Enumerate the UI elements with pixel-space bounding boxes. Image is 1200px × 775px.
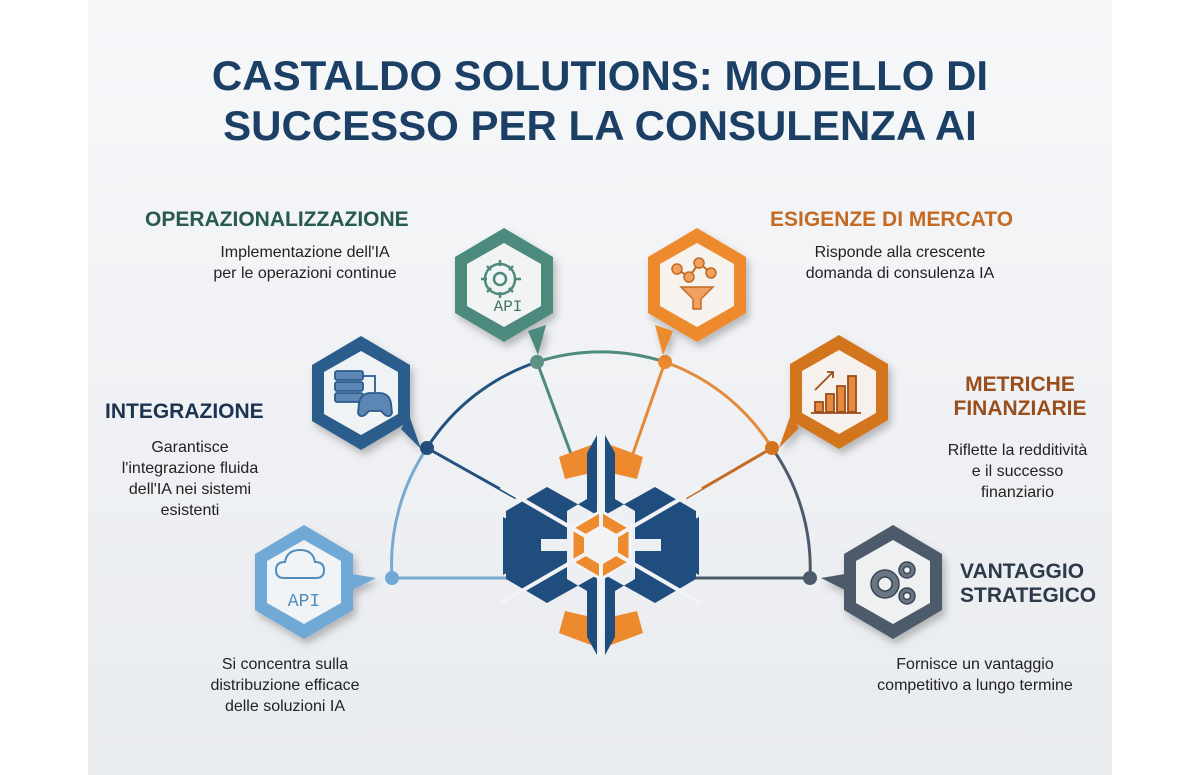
description-line: Risponde alla crescente bbox=[814, 244, 986, 261]
description-line: esistenti bbox=[160, 502, 220, 519]
description-line: competitivo a lungo termine bbox=[877, 677, 1073, 694]
operazionalizzazione-badge: API bbox=[455, 228, 553, 355]
svg-text:API: API bbox=[494, 298, 523, 316]
vantaggio-strategico-title: VANTAGGIO STRATEGICO bbox=[960, 560, 1110, 608]
metriche-finanziarie-title: METRICHE FINANZIARIE bbox=[935, 373, 1105, 421]
title-line: STRATEGICO bbox=[960, 584, 1097, 607]
distribuzione-description: Si concentra sulla distribuzione efficac… bbox=[175, 654, 395, 717]
title-line: FINANZIARIE bbox=[953, 397, 1087, 420]
page-title-line-1: CASTALDO SOLUTIONS: MODELLO DI bbox=[211, 52, 989, 99]
description-line: Si concentra sulla bbox=[221, 656, 349, 673]
operazionalizzazione-title: OPERAZIONALIZZAZIONE bbox=[145, 208, 409, 231]
description-line: e il successo bbox=[971, 463, 1064, 480]
description-line: per le operazioni continue bbox=[213, 265, 397, 282]
server-gamepad-icon bbox=[334, 370, 393, 418]
description-line: l'integrazione fluida bbox=[121, 460, 259, 477]
description-line: delle soluzioni IA bbox=[224, 698, 346, 715]
description-line: Implementazione dell'IA bbox=[220, 244, 390, 261]
castaldo-logo bbox=[499, 433, 703, 657]
description-line: domanda di consulenza IA bbox=[805, 265, 995, 282]
esigenze-di-mercato-description: Risponde alla crescente domanda di consu… bbox=[780, 242, 1020, 284]
description-line: distribuzione efficace bbox=[210, 677, 360, 694]
description-line: finanziario bbox=[981, 484, 1054, 501]
description-line: Fornisce un vantaggio bbox=[896, 656, 1054, 673]
gear-api-icon: API bbox=[481, 260, 522, 316]
operazionalizzazione-description: Implementazione dell'IA per le operazion… bbox=[185, 242, 425, 284]
cloud-api-icon: API bbox=[274, 548, 326, 612]
integrazione-description: Garantisce l'integrazione fluida dell'IA… bbox=[100, 437, 280, 521]
vantaggio-strategico-badge bbox=[821, 525, 942, 639]
vantaggio-strategico-description: Fornisce un vantaggio competitivo a lung… bbox=[855, 654, 1095, 696]
title-line: METRICHE bbox=[965, 373, 1075, 396]
metriche-finanziarie-badge bbox=[779, 335, 888, 449]
title-line: VANTAGGIO bbox=[960, 560, 1085, 583]
gears-icon bbox=[870, 561, 916, 605]
bar-chart-growth-icon bbox=[811, 371, 861, 414]
metriche-finanziarie-description: Riflette la redditività e il successo fi… bbox=[925, 440, 1110, 503]
integrazione-title: INTEGRAZIONE bbox=[105, 400, 264, 423]
description-line: dell'IA nei sistemi bbox=[128, 481, 252, 498]
connector-network bbox=[385, 350, 817, 585]
esigenze-di-mercato-badge bbox=[648, 228, 746, 355]
funnel-graph-icon bbox=[671, 257, 717, 310]
page-title-line-2: SUCCESSO PER LA CONSULENZA AI bbox=[223, 102, 977, 149]
esigenze-di-mercato-title: ESIGENZE DI MERCATO bbox=[770, 208, 1014, 231]
description-line: Garantisce bbox=[151, 439, 229, 456]
integrazione-badge bbox=[312, 336, 421, 450]
svg-text:API: API bbox=[288, 592, 320, 612]
description-line: Riflette la redditività bbox=[947, 442, 1088, 459]
distribuzione-badge: API bbox=[255, 525, 376, 639]
